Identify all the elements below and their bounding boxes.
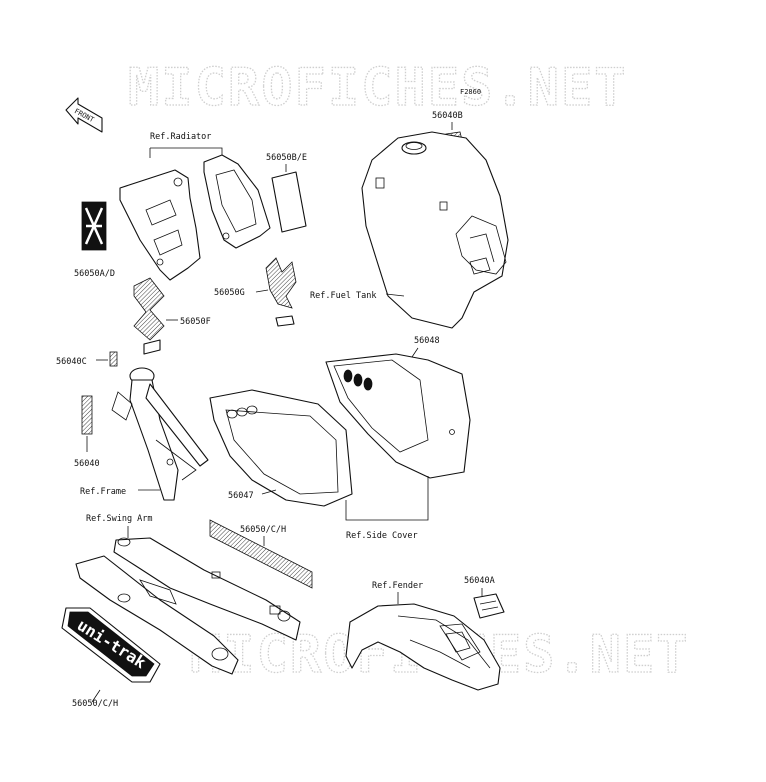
leader-56050G xyxy=(255,289,269,293)
label-ref-fender: Ref.Fender xyxy=(372,581,423,591)
label-56050G: 56050G xyxy=(214,288,245,298)
decal-56050F xyxy=(133,277,165,355)
label-56050AD: 56050A/D xyxy=(74,269,115,279)
label-56040: 56040 xyxy=(74,459,100,469)
radiator-shroud-right xyxy=(203,154,271,249)
side-cover-right xyxy=(325,353,471,479)
label-ref-swing-arm: Ref.Swing Arm xyxy=(86,514,153,524)
label-56050F: 56050F xyxy=(180,317,211,327)
decal-56040C xyxy=(109,351,118,367)
decal-56040 xyxy=(81,395,93,435)
leader-56047 xyxy=(261,489,277,495)
label-ref-fuel-tank: Ref.Fuel Tank xyxy=(310,291,377,301)
label-56040B: 56040B xyxy=(432,111,463,121)
decal-56040A xyxy=(473,593,505,619)
fuel-tank xyxy=(361,131,509,329)
decal-56050BE xyxy=(271,171,307,233)
side-cover-left xyxy=(209,389,353,507)
label-ref-frame: Ref.Frame xyxy=(80,487,126,497)
front-arrow-icon: FRONT xyxy=(65,97,103,133)
rear-fender xyxy=(345,603,501,691)
leader-ref-radiator xyxy=(149,147,223,158)
leader-ref-side-cover xyxy=(345,476,429,521)
label-56047: 56047 xyxy=(228,491,254,501)
label-56040A: 56040A xyxy=(464,576,495,586)
decal-56050AD xyxy=(81,201,107,251)
radiator-shroud-left xyxy=(119,169,201,281)
figure-code: F2860 xyxy=(460,88,481,96)
label-ref-radiator: Ref.Radiator xyxy=(150,132,211,142)
label-56050CH-top: 56050/C/H xyxy=(240,525,286,535)
leader-ref-fuel-tank xyxy=(385,293,405,297)
decal-56050CH-top xyxy=(209,519,313,589)
label-ref-side-cover: Ref.Side Cover xyxy=(346,531,418,541)
label-56050CH-bottom: 56050/C/H xyxy=(72,699,118,709)
label-56050BE: 56050B/E xyxy=(266,153,307,163)
frame xyxy=(111,367,209,501)
leader-56050CH-bottom xyxy=(91,689,101,703)
watermark-top: MICROFICHES.NET xyxy=(128,58,628,118)
label-56048: 56048 xyxy=(414,336,440,346)
label-56040C: 56040C xyxy=(56,357,87,367)
decal-56050G xyxy=(265,257,297,327)
swing-arm xyxy=(75,537,301,675)
